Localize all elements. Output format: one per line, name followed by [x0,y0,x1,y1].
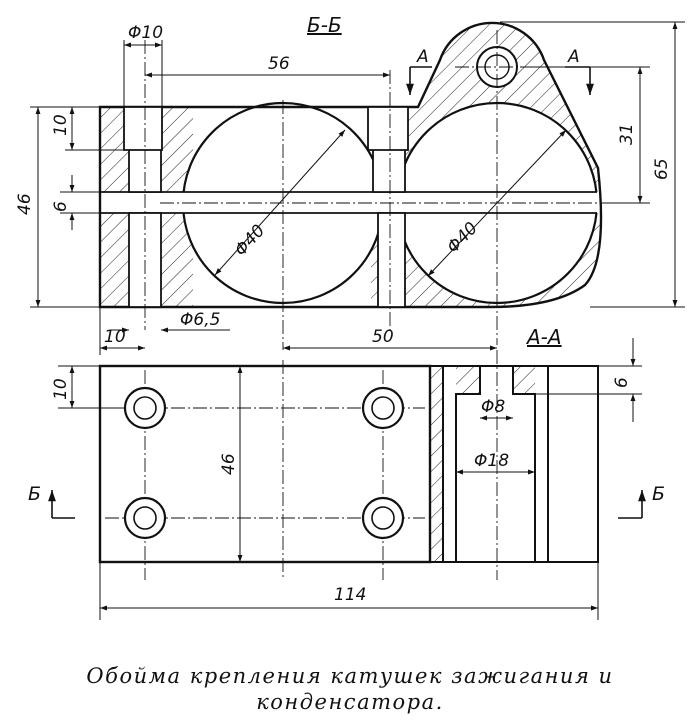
bb-outline [98,21,603,309]
overall-width-dim [99,562,599,620]
cut-label-a-left: А [416,47,429,67]
figure-caption-line1: Обойма крепления катушек зажигания и [86,664,614,688]
front-holes [123,386,405,540]
front-view [58,360,432,580]
dim-114: 114 [334,585,366,605]
dim-46-left: 46 [15,193,35,215]
dim-d10: Φ10 [128,23,163,43]
dim-6-slot: 6 [51,201,71,212]
dim-d8: Φ8 [481,397,505,417]
labels: Б-Б А-А А А Б Б Φ10 56 46 10 6 Φ40 Φ40 3… [15,13,672,605]
section-bb-view [60,21,603,350]
bb-hole-left [123,106,163,308]
dim-10-front: 10 [51,378,71,400]
dim-46-front: 46 [219,453,239,475]
dim-10-top: 10 [51,114,71,136]
section-aa-title: А-А [525,325,562,349]
dim-50: 50 [372,327,394,347]
cut-plane-a [406,66,594,95]
bb-hole-right [367,106,409,308]
section-bb-title: Б-Б [307,13,342,37]
bb-slot [60,192,600,213]
cut-label-b-right: Б [652,483,665,505]
figure-caption-line2: конденсатора. [256,690,444,714]
cut-label-b-left: Б [28,483,41,505]
dim-56: 56 [268,54,290,74]
cut-plane-b [48,490,646,519]
dim-10-edge: 10 [104,327,126,347]
dim-d6-5: Φ6,5 [180,310,220,330]
section-aa-view [429,338,642,580]
dim-65: 65 [652,158,672,180]
dim-31: 31 [617,123,637,145]
dim-6-aa: 6 [612,377,632,388]
dim-d18: Φ18 [474,451,509,471]
cut-label-a-right: А [567,47,580,67]
